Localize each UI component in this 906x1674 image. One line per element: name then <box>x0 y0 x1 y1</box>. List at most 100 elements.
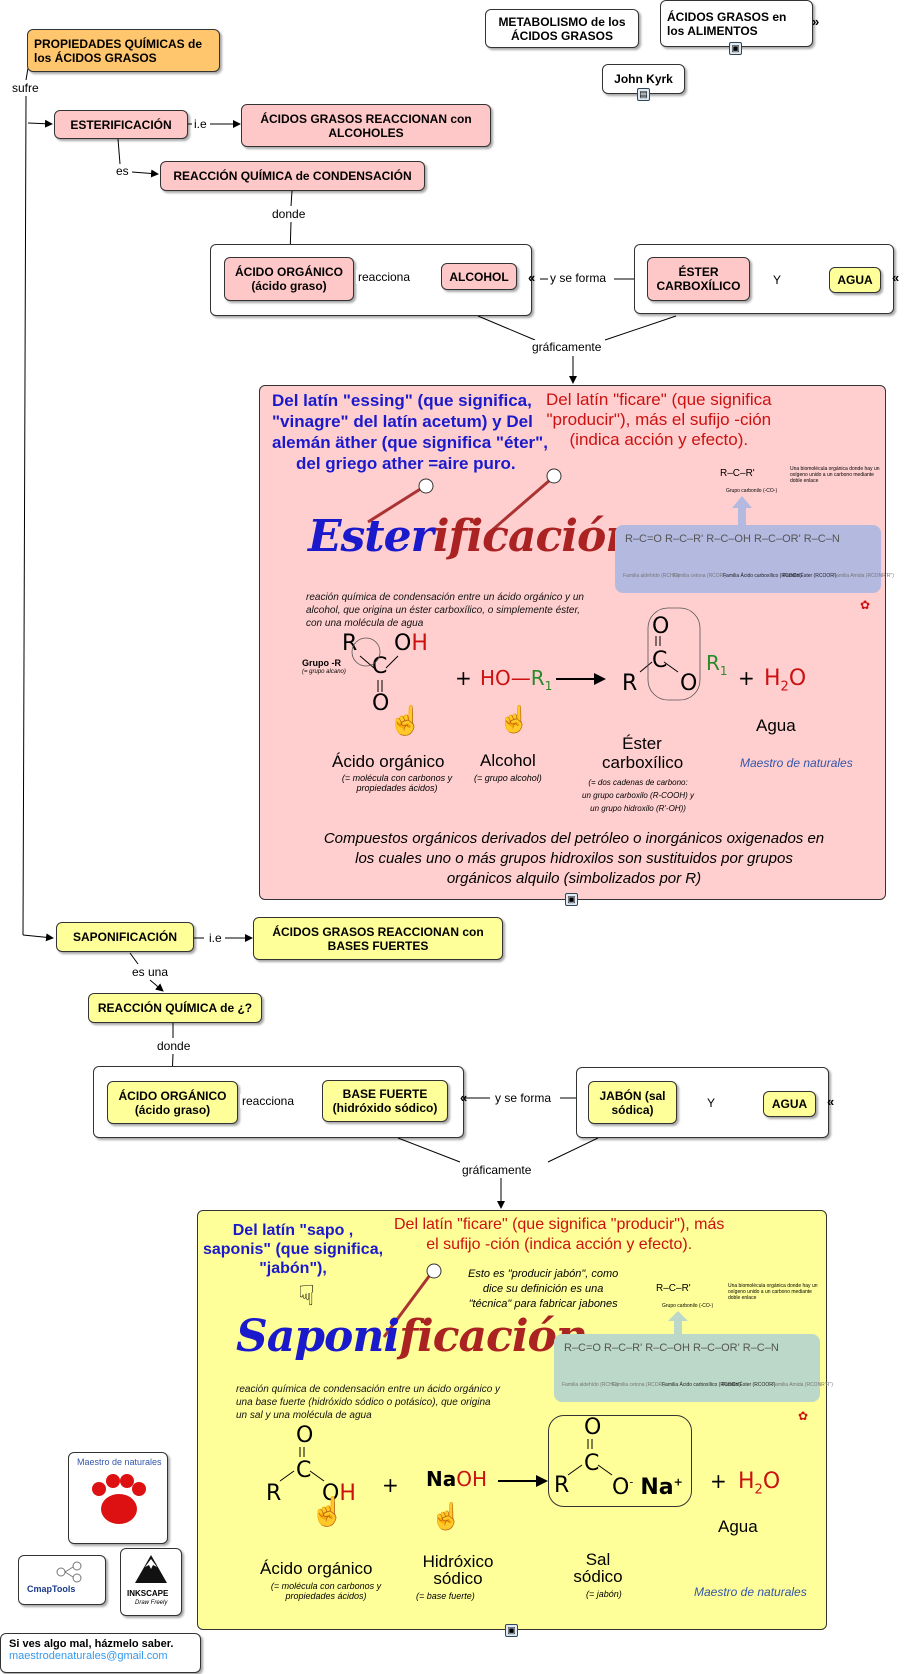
double-chevron-icon[interactable]: « <box>892 270 900 285</box>
link-label-es: es <box>114 164 131 178</box>
esterificacion-definition[interactable]: ÁCIDOS GRASOS REACCIONAN con ALCOHOLES <box>241 104 491 147</box>
saponificacion-node[interactable]: SAPONIFICACIÓN <box>56 922 194 952</box>
image-resource-icon[interactable]: ▣ <box>565 893 578 906</box>
grupo-r-note: (= grupo alcano) <box>302 669 346 675</box>
link-label-y-se-forma: y se forma <box>548 271 609 285</box>
family-label: Familia Éster (RCOOR') <box>722 1382 776 1388</box>
report-box[interactable]: Si ves algo mal, házmelo saber. maestrod… <box>0 1633 201 1673</box>
link-label-reacciona: reacciona <box>240 1094 297 1108</box>
maestro-logo-text: Maestro de naturales <box>77 1457 162 1467</box>
double-chevron-icon[interactable]: « <box>460 1090 468 1105</box>
family-label: Familia aldehído (RCHO) <box>623 573 680 579</box>
pen-pointer-icon <box>382 1263 442 1338</box>
reaction-arrow <box>556 673 606 685</box>
link-label-y: Y <box>705 1096 718 1110</box>
alcohol-node[interactable]: ALCOHOL <box>441 263 517 290</box>
link-alimentos[interactable]: ÁCIDOS GRASOS en los ALIMENTOS <box>660 0 813 47</box>
saponificacion-note: Esto es "producir jabón", como <box>468 1268 619 1280</box>
carbonyl-families-box: Familia aldehído (RCHO) Familia cetona (… <box>554 1334 833 1402</box>
ester-note: un grupo carboxilo (R-COOH) y <box>582 791 695 800</box>
water-label: Agua <box>718 1517 758 1536</box>
acid-node[interactable]: ÁCIDO ORGÁNICO (ácido graso) <box>224 257 354 301</box>
paw-icon: ✿ <box>798 1409 809 1423</box>
saponificacion-definition[interactable]: ÁCIDOS GRASOS REACCIONAN con BASES FUERT… <box>253 917 503 960</box>
esterificacion-footer: Compuestos orgánicos derivados del petró… <box>323 830 825 847</box>
etymology-left-line: "jabón"), <box>259 1260 327 1277</box>
salt-label: Sal sódico <box>573 1550 623 1586</box>
acid-note: (= molécula con carbonos y propiedades á… <box>341 773 453 793</box>
family-label: Familia Ácido carboxílico (RCOOH) <box>662 1382 741 1388</box>
paw-logo-icon <box>92 1474 146 1524</box>
acid-label: Ácido orgánico <box>260 1559 373 1578</box>
carbonyl-note: Una biomolécula orgánica donde hay un ox… <box>728 1283 818 1301</box>
etymology-right-line: Del latín "ficare" (que significa "produ… <box>394 1216 725 1233</box>
link-label-graficamente: gráficamente <box>530 340 604 354</box>
base-label: Hidróxico sódico <box>422 1552 494 1588</box>
saponificacion-note: "técnica" para fabricar jabones <box>468 1298 618 1310</box>
esterificacion-description: con una molécula de agua <box>306 618 424 629</box>
email-link[interactable]: maestrodenaturales@gmail.com <box>9 1650 168 1662</box>
image-resource-icon[interactable]: ▣ <box>729 42 742 55</box>
etymology-left-line: Del latín "sapo , <box>232 1222 354 1239</box>
salt-highlight-box <box>548 1415 692 1507</box>
link-label-y-se-forma: y se forma <box>493 1091 554 1105</box>
document-resource-icon[interactable]: ▤ <box>637 88 650 101</box>
alcohol-label: Alcohol <box>480 751 536 770</box>
title-saponi: Saponi <box>236 1311 400 1362</box>
link-metabolismo[interactable]: METABOLISMO de los ÁCIDOS GRASOS <box>485 9 639 48</box>
maestro-logo[interactable]: Maestro de naturales <box>68 1452 168 1544</box>
ester-note: un grupo hidroxilo (R'-OH)) <box>590 804 686 813</box>
cmap-graph-icon <box>56 1561 82 1583</box>
carbonyl-families-box: Familia aldehído (RCHO) Familia cetona (… <box>615 525 894 593</box>
pointing-hand-icon: ☝ <box>388 705 423 736</box>
up-arrow-icon <box>732 496 752 526</box>
family-label: Familia Ácido carboxílico (RCOOH) <box>723 573 802 579</box>
soap-node[interactable]: JABÓN (sal sódica) <box>588 1081 677 1124</box>
etymology-left-line: alemán äther (que significa "éter", <box>272 433 548 452</box>
family-label: Familia aldehído (RCHO) <box>562 1382 619 1388</box>
watermark-logo: Maestro de naturales <box>740 756 853 770</box>
ester-node[interactable]: ÉSTER CARBOXÍLICO <box>647 257 750 301</box>
etymology-right-line: Del latín "ficare" (que significa <box>546 390 772 409</box>
title-ester: Ester <box>308 511 434 562</box>
esterificacion-footer: orgánicos alquilo (simbolizados por R) <box>446 870 702 887</box>
carbonyl-group-label: Grupo carbonilo (-CO-) <box>726 488 778 494</box>
alcohol-note: (= grupo alcohol) <box>474 773 542 783</box>
family-label: Familia cetona (RCOR') <box>612 1382 665 1388</box>
report-text: Si ves algo mal, házmelo saber. <box>9 1638 174 1650</box>
link-label-reacciona: reacciona <box>356 270 413 284</box>
saponificacion-description: reación química de condensación entre un… <box>236 1384 501 1395</box>
water-label: Agua <box>756 716 796 735</box>
etymology-left-line: del griego ather =aire puro. <box>296 454 516 473</box>
double-chevron-icon[interactable]: » <box>812 14 820 29</box>
link-label-y: Y <box>771 273 784 287</box>
link-label-sufre: sufre <box>10 81 41 95</box>
pen-pointer-icon <box>367 478 434 524</box>
link-label-es-una: es una <box>130 965 171 979</box>
salt-note: (= jabón) <box>586 1589 622 1599</box>
title-ificacion: ificación <box>432 511 638 562</box>
pen-pointer-icon <box>489 468 562 534</box>
esterificacion-description: alcohol, que origina un éster carboxílic… <box>306 605 581 616</box>
ester-bonds <box>639 607 701 701</box>
cmaptools-logo[interactable]: CmapTools <box>18 1555 106 1605</box>
inkscape-logo[interactable]: INKSCAPE Draw Freely <box>120 1548 182 1616</box>
family-label: Familia cetona (RCOR') <box>673 573 726 579</box>
water-node[interactable]: AGUA <box>829 267 881 293</box>
esterificacion-node[interactable]: ESTERIFICACIÓN <box>54 110 188 139</box>
image-resource-icon[interactable]: ▣ <box>505 1624 518 1637</box>
double-chevron-icon[interactable]: « <box>528 270 536 285</box>
double-chevron-icon[interactable]: « <box>827 1094 835 1109</box>
link-label-donde: donde <box>270 207 308 221</box>
reaction-unknown-node[interactable]: REACCIÓN QUÍMICA de ¿? <box>88 993 262 1023</box>
condensation-node[interactable]: REACCIÓN QUÍMICA de CONDENSACIÓN <box>160 161 425 191</box>
acid-bonds <box>351 637 399 692</box>
water-node[interactable]: AGUA <box>763 1091 816 1117</box>
ester-label: Éster carboxílico <box>602 734 684 772</box>
base-node[interactable]: BASE FUERTE (hidróxido sódico) <box>322 1080 448 1122</box>
etymology-left-line: Del latín "essing" (que significa, <box>272 391 532 410</box>
acid-node[interactable]: ÁCIDO ORGÁNICO (ácido graso) <box>107 1081 238 1124</box>
up-arrow-icon <box>668 1311 688 1335</box>
root-concept[interactable]: PROPIEDADES QUÍMICAS de los ÁCIDOS GRASO… <box>27 29 220 72</box>
link-label-donde: donde <box>155 1039 193 1053</box>
